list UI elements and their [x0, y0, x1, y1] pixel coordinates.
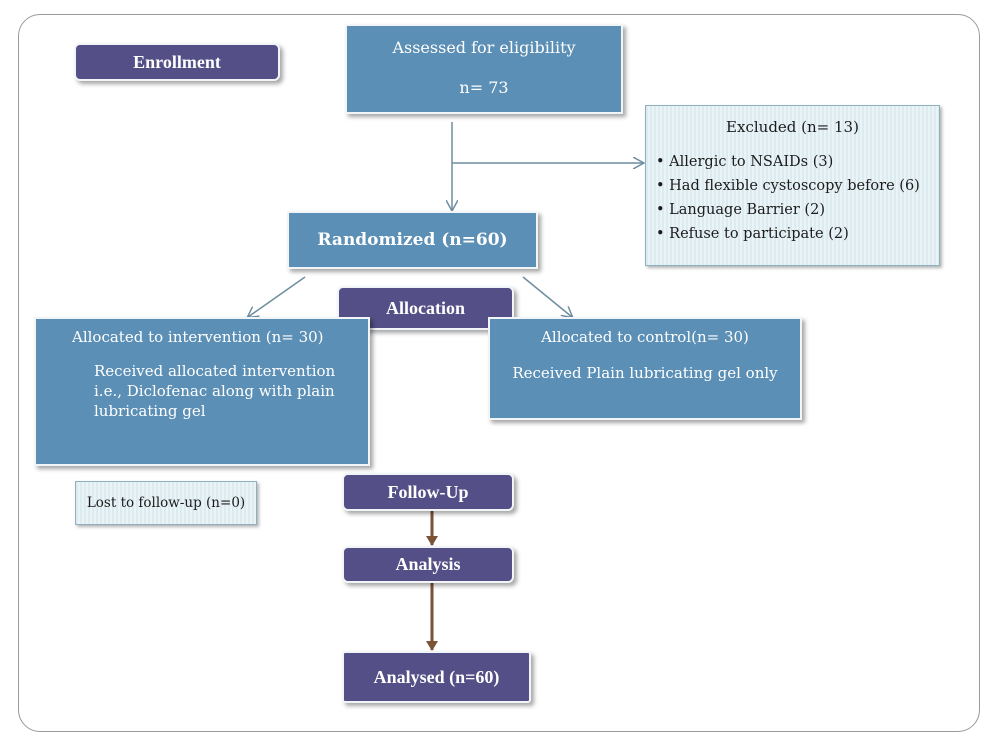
follow-up-text: Follow-Up: [387, 481, 469, 502]
arrow-to-intervention: [248, 276, 306, 317]
intervention-line-2: i.e., Diclofenac along with plain: [94, 382, 335, 400]
analysed-box: Analysed (n=60): [342, 651, 531, 703]
assessed-count: n= 73: [459, 78, 509, 97]
control-detail: Received Plain lubricating gel only: [512, 364, 778, 382]
excluded-box: Excluded (n= 13) • Allergic to NSAIDs (3…: [645, 105, 940, 266]
intervention-box: Allocated to intervention (n= 30) Receiv…: [34, 317, 370, 466]
follow-up-label: Follow-Up: [342, 473, 514, 511]
analysis-text: Analysis: [395, 554, 461, 574]
analysis-label: Analysis: [342, 546, 514, 583]
excluded-reason: • Allergic to NSAIDs (3): [656, 154, 834, 170]
intervention-line-3: lubricating gel: [94, 402, 206, 420]
excluded-reason: • Had flexible cystoscopy before (6): [656, 178, 920, 194]
assessed-title: Assessed for eligibility: [392, 38, 576, 57]
control-title: Allocated to control(n= 30): [541, 328, 749, 346]
randomized-text: Randomized (n=60): [317, 230, 508, 250]
assessed-box: Assessed for eligibility n= 73: [345, 24, 623, 114]
arrow-to-control: [522, 276, 572, 317]
analysed-text: Analysed (n=60): [373, 666, 500, 687]
control-box: Allocated to control(n= 30) Received Pla…: [488, 317, 802, 420]
randomized-box: Randomized (n=60): [287, 211, 538, 269]
intervention-title: Allocated to intervention (n= 30): [72, 328, 324, 346]
excluded-reason: • Refuse to participate (2): [656, 226, 849, 242]
lost-to-followup-box: Lost to follow-up (n=0): [75, 481, 257, 525]
intervention-line-1: Received allocated intervention: [94, 362, 336, 380]
lost-to-followup-text: Lost to follow-up (n=0): [86, 495, 246, 511]
enrollment-text: Enrollment: [133, 51, 221, 72]
allocation-text: Allocation: [386, 297, 465, 318]
excluded-reasons: • Allergic to NSAIDs (3) • Had flexible …: [656, 150, 939, 246]
excluded-reason: • Language Barrier (2): [656, 202, 825, 218]
enrollment-label: Enrollment: [74, 43, 280, 81]
excluded-title: Excluded (n= 13): [726, 118, 859, 136]
